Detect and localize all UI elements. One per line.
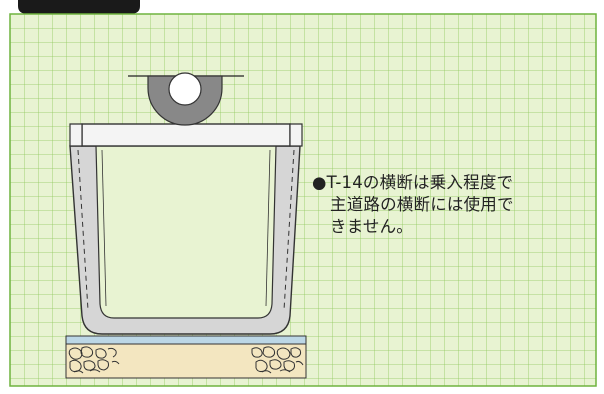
note-line-1: ●T-14の横断は乗入程度で (312, 172, 572, 194)
gravel-right (251, 346, 304, 374)
cover-ledges (69, 123, 303, 147)
note-bullet: ● (312, 173, 327, 192)
wheel-icon (128, 72, 244, 126)
note-line-3: きません。 (330, 217, 414, 236)
note-text-1: T-14の横断は乗入程度で (326, 173, 514, 192)
header-tab (18, 0, 140, 14)
u-channel-cavity (95, 145, 277, 319)
base-plate (65, 335, 307, 345)
crossing-note: ●T-14の横断は乗入程度で 主道路の横断には使用で きません。 (312, 172, 572, 238)
gravel-left (68, 346, 120, 374)
u-channel-inner-lines (101, 149, 271, 307)
note-line-2: 主道路の横断には使用で (330, 195, 514, 214)
channel-cover (81, 123, 291, 147)
